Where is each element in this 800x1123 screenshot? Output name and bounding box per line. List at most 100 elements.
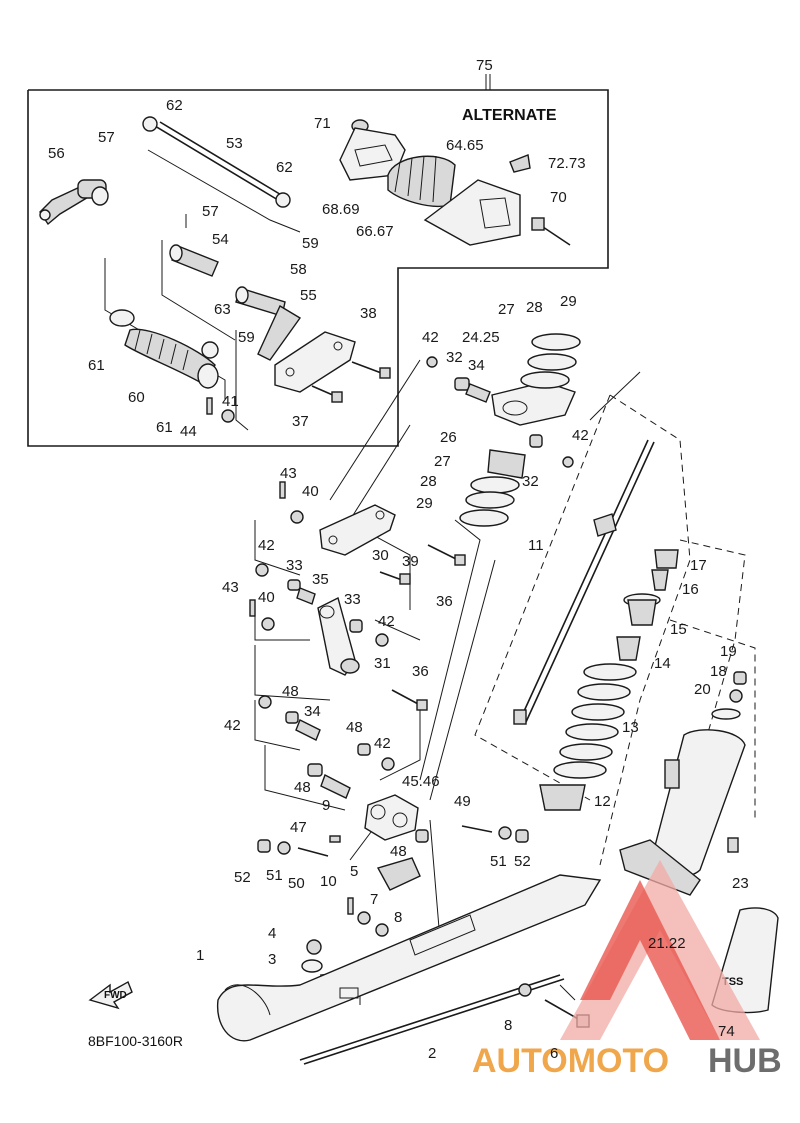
part-label-48: 48 <box>390 843 407 860</box>
part-label-18: 18 <box>710 663 727 680</box>
part-label-20: 20 <box>694 681 711 698</box>
part-label-37: 37 <box>292 413 309 430</box>
part-label-8: 8 <box>394 909 402 926</box>
nut-8-upper-part <box>375 923 389 937</box>
arm-31-part <box>317 596 360 676</box>
part-label-28: 28 <box>526 299 543 316</box>
part-label-60: 60 <box>128 389 145 406</box>
part-label-57: 57 <box>202 203 219 220</box>
part-label-62: 62 <box>276 159 293 176</box>
cap-17-part <box>654 549 679 569</box>
part-label-33: 33 <box>344 591 361 608</box>
part-label-11: 11 <box>528 537 544 554</box>
part-label-70: 70 <box>550 189 567 206</box>
part-label-54: 54 <box>212 231 229 248</box>
part-label-8: 8 <box>504 1017 512 1034</box>
part-label-40: 40 <box>302 483 319 500</box>
part-label-1: 1 <box>196 947 204 964</box>
collar-48-upper-part <box>285 711 299 724</box>
part-label-23: 23 <box>732 875 749 892</box>
grouping-lines <box>254 359 756 1005</box>
nut-4-part <box>306 939 322 955</box>
nut-42-lower-right-part <box>381 757 395 771</box>
forward-arrow-label: FWD <box>104 990 127 1001</box>
part-label-49: 49 <box>454 793 471 810</box>
pivot-pin-part <box>169 214 219 277</box>
assembly-number-label: 75 <box>476 57 493 74</box>
part-label-35: 35 <box>312 571 329 588</box>
part-label-42: 42 <box>378 613 395 630</box>
shock-body-21-22-part <box>619 729 746 896</box>
part-label-42: 42 <box>224 717 241 734</box>
part-label-41: 41 <box>222 393 239 410</box>
collar-33-left-part <box>287 579 301 591</box>
collar-48-left-part <box>307 763 323 777</box>
part-label-52: 52 <box>234 869 251 886</box>
part-label-53: 53 <box>226 135 243 152</box>
drawing-code-label: 8BF100-3160R <box>88 1033 183 1049</box>
part-label-59: 59 <box>302 235 319 252</box>
spacer-34-part <box>465 383 491 403</box>
part-label-30: 30 <box>372 547 389 564</box>
part-label-26: 26 <box>440 429 457 446</box>
upper-arm-24-25-part <box>491 381 576 448</box>
nut-41-part <box>221 409 235 423</box>
part-label-28: 28 <box>420 473 437 490</box>
shift-rod-part <box>142 116 291 208</box>
cover-64-65-part <box>423 179 521 246</box>
alternate-assembly-box: 75 ALTERNATE <box>27 57 609 447</box>
part-label-44: 44 <box>180 423 197 440</box>
part-label-17: 17 <box>690 557 707 574</box>
part-label-29: 29 <box>416 495 433 512</box>
part-label-42: 42 <box>422 329 439 346</box>
part-label-16: 16 <box>682 581 699 598</box>
part-label-48: 48 <box>346 719 363 736</box>
part-label-48: 48 <box>294 779 311 796</box>
part-label-4: 4 <box>268 925 276 942</box>
washer-20-part <box>711 708 741 720</box>
nut-42-upper-part <box>426 356 438 368</box>
part-label-6: 6 <box>550 1045 558 1062</box>
part-label-74: 74 <box>718 1023 735 1040</box>
part-label-31: 31 <box>374 655 391 672</box>
nut-51-left-part <box>277 841 291 855</box>
collar-32-part <box>454 377 470 391</box>
part-label-43: 43 <box>222 579 239 596</box>
crank-arm-part <box>235 286 302 361</box>
nut-52-left-part <box>257 839 271 853</box>
nut-42-right-part <box>562 456 574 468</box>
bolt-50-part <box>297 847 329 857</box>
collar-33-right-part <box>349 619 363 633</box>
part-label-61: 61 <box>156 419 173 436</box>
spacer-35-part <box>296 587 316 605</box>
watermark-brand-part1: AUTOMOTO <box>472 1042 669 1080</box>
watermark-brand-part2: HUB <box>708 1042 782 1080</box>
part-label-27: 27 <box>498 301 515 318</box>
part-label-5: 5 <box>350 863 358 880</box>
bolt-49-part <box>461 825 493 833</box>
pin-9-part <box>320 774 351 799</box>
collar-16-part <box>651 569 669 591</box>
nut-51-right-part <box>498 826 512 840</box>
bracket-45-46-part <box>364 794 419 841</box>
washer-7-part <box>357 911 371 925</box>
nut-19-part <box>733 671 747 685</box>
hose-clamp-part <box>109 309 135 327</box>
part-label-7: 7 <box>370 891 378 908</box>
part-label-36: 36 <box>436 593 453 610</box>
part-label-29: 29 <box>560 293 577 310</box>
part-label-21-22: 21.22 <box>648 935 686 952</box>
part-label-64-65: 64.65 <box>446 137 484 154</box>
nut-52-right-part <box>515 829 529 843</box>
nut-8-lower-part <box>518 983 532 997</box>
boot-66-67-part <box>387 155 456 207</box>
nut-42-lower-left-part <box>258 695 272 709</box>
washer-3-part <box>301 959 323 973</box>
part-label-40: 40 <box>258 589 275 606</box>
nut-40-lower-part <box>261 617 275 631</box>
washer-stack-upper <box>520 333 581 389</box>
cotter-pin-43-upper-part <box>279 481 286 499</box>
part-label-61: 61 <box>88 357 105 374</box>
part-label-51: 51 <box>266 867 283 884</box>
